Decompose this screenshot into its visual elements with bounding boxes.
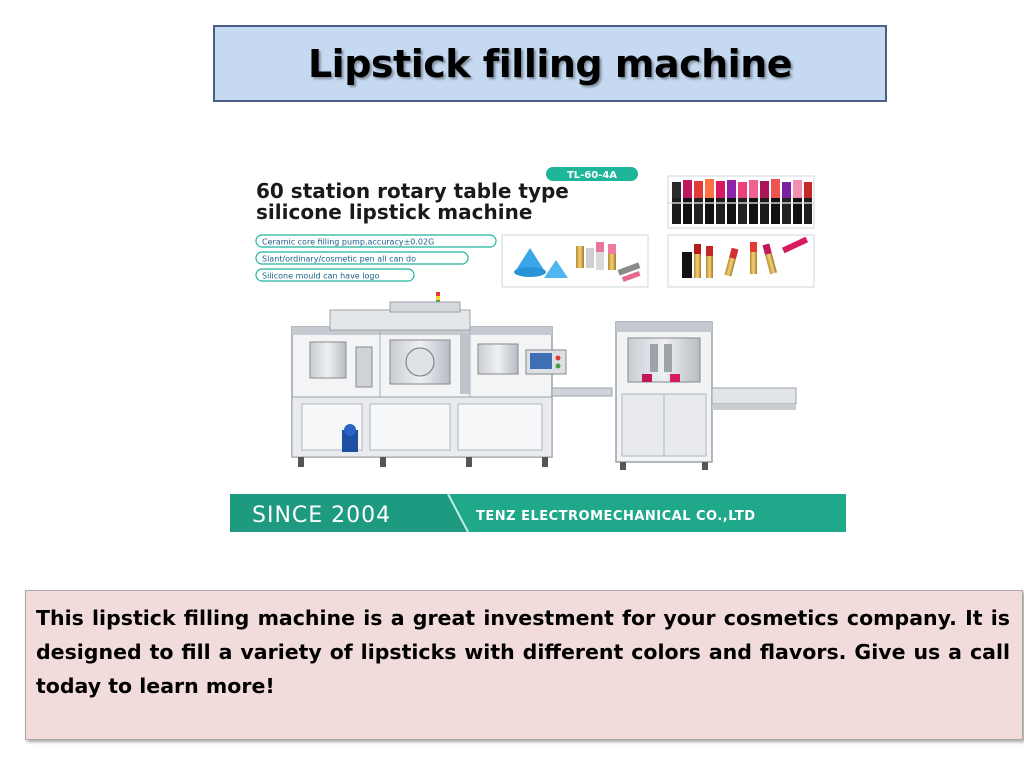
description-box: This lipstick filling machine is a great… bbox=[25, 590, 1023, 740]
slide-title: Lipstick filling machine bbox=[307, 41, 793, 86]
product-image-svg: TL-60-4A 60 station rotary table type si… bbox=[230, 167, 846, 532]
model-tag-badge bbox=[546, 167, 638, 181]
company-name: TENZ ELECTROMECHANICAL CO.,LTD bbox=[476, 509, 756, 524]
silicone-mould-photo bbox=[501, 234, 649, 288]
description-text: This lipstick filling machine is a great… bbox=[36, 606, 1010, 698]
secondary-machine-unit bbox=[615, 321, 797, 470]
feature-text-3: Silicone mould can have logo bbox=[262, 272, 379, 281]
feature-text-2: Slant/ordinary/cosmetic pen all can do bbox=[262, 255, 416, 264]
conveyor-belt bbox=[551, 387, 613, 397]
feature-pill-3 bbox=[255, 268, 415, 282]
image-headline-line1: 60 station rotary table type bbox=[256, 179, 569, 203]
feature-text-1: Ceramic core filling pump,accuracy±0.02G bbox=[262, 238, 434, 247]
title-box: Lipstick filling machine bbox=[213, 25, 887, 102]
image-headline-line2: silicone lipstick machine bbox=[256, 200, 532, 224]
company-banner: SINCE 2004 TENZ ELECTROMECHANICAL CO.,LT… bbox=[230, 493, 846, 532]
rotary-filling-machine bbox=[291, 301, 567, 467]
product-image: TL-60-4A 60 station rotary table type si… bbox=[230, 162, 846, 532]
assorted-lipsticks-photo bbox=[667, 234, 815, 288]
since-text: SINCE 2004 bbox=[252, 503, 391, 528]
feature-pill-1 bbox=[255, 234, 497, 248]
feature-pill-2 bbox=[255, 251, 469, 265]
model-tag: TL-60-4A bbox=[567, 170, 617, 181]
lipstick-row-photo bbox=[667, 175, 815, 229]
